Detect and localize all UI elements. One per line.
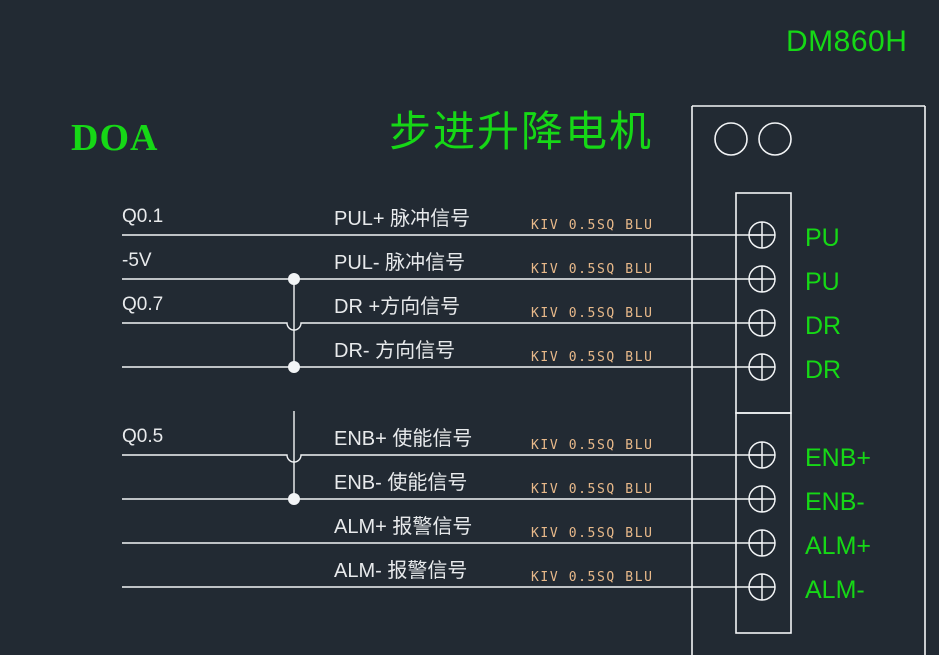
junction-dot-1 — [288, 273, 300, 285]
signal-label-row-4: DR- 方向信号 — [334, 340, 456, 362]
signal-label-row-2: PUL- 脉冲信号 — [334, 252, 466, 274]
terminal-label-6: ENB- — [805, 488, 865, 516]
terminal-symbol-4 — [748, 353, 776, 381]
signal-label-row-6: ENB- 使能信号 — [334, 472, 468, 494]
terminal-label-5: ENB+ — [805, 444, 872, 472]
terminal-label-4: DR — [805, 356, 842, 384]
wire-spec-row-1: KIV 0.5SQ BLU — [531, 218, 654, 233]
wire-row-3 — [122, 322, 762, 331]
terminal-symbol-7 — [748, 529, 776, 557]
terminal-label-7: ALM+ — [805, 532, 872, 560]
terminal-symbol-6 — [748, 485, 776, 513]
terminal-symbol-1 — [748, 221, 776, 249]
wire-spec-row-5: KIV 0.5SQ BLU — [531, 438, 654, 453]
terminal-label-3: DR — [805, 312, 842, 340]
indicator-circle-left — [714, 122, 748, 156]
terminal-label-1: PU — [805, 224, 840, 252]
panel-title: DOA — [71, 117, 159, 159]
terminal-symbol-8 — [748, 573, 776, 601]
wire-spec-row-8: KIV 0.5SQ BLU — [531, 570, 654, 585]
source-label-row-2: -5V — [122, 250, 152, 271]
signal-label-row-8: ALM- 报警信号 — [334, 560, 468, 582]
wire-spec-row-7: KIV 0.5SQ BLU — [531, 526, 654, 541]
terminal-label-8: ALM- — [805, 576, 865, 604]
signal-label-row-1: PUL+ 脉冲信号 — [334, 208, 471, 230]
source-label-row-3: Q0.7 — [122, 294, 164, 315]
signal-label-row-3: DR +方向信号 — [334, 296, 461, 318]
wire-row-5 — [122, 454, 762, 463]
subject-title: 步进升降电机 — [389, 107, 654, 156]
source-label-row-1: Q0.1 — [122, 206, 164, 227]
device-model-title: DM860H — [786, 25, 908, 58]
signal-label-row-7: ALM+ 报警信号 — [334, 516, 473, 538]
indicator-circle-right — [758, 122, 792, 156]
source-label-row-5: Q0.5 — [122, 426, 164, 447]
terminal-symbol-2 — [748, 265, 776, 293]
wire-spec-row-6: KIV 0.5SQ BLU — [531, 482, 654, 497]
wire-spec-row-3: KIV 0.5SQ BLU — [531, 306, 654, 321]
wire-spec-row-4: KIV 0.5SQ BLU — [531, 350, 654, 365]
signal-label-row-5: ENB+ 使能信号 — [334, 428, 473, 450]
terminal-label-2: PU — [805, 268, 840, 296]
terminal-strip-lower — [735, 412, 792, 634]
wire-spec-row-2: KIV 0.5SQ BLU — [531, 262, 654, 277]
terminal-symbol-3 — [748, 309, 776, 337]
terminal-symbol-5 — [748, 441, 776, 469]
junction-dot-3 — [288, 493, 300, 505]
junction-dot-2 — [288, 361, 300, 373]
